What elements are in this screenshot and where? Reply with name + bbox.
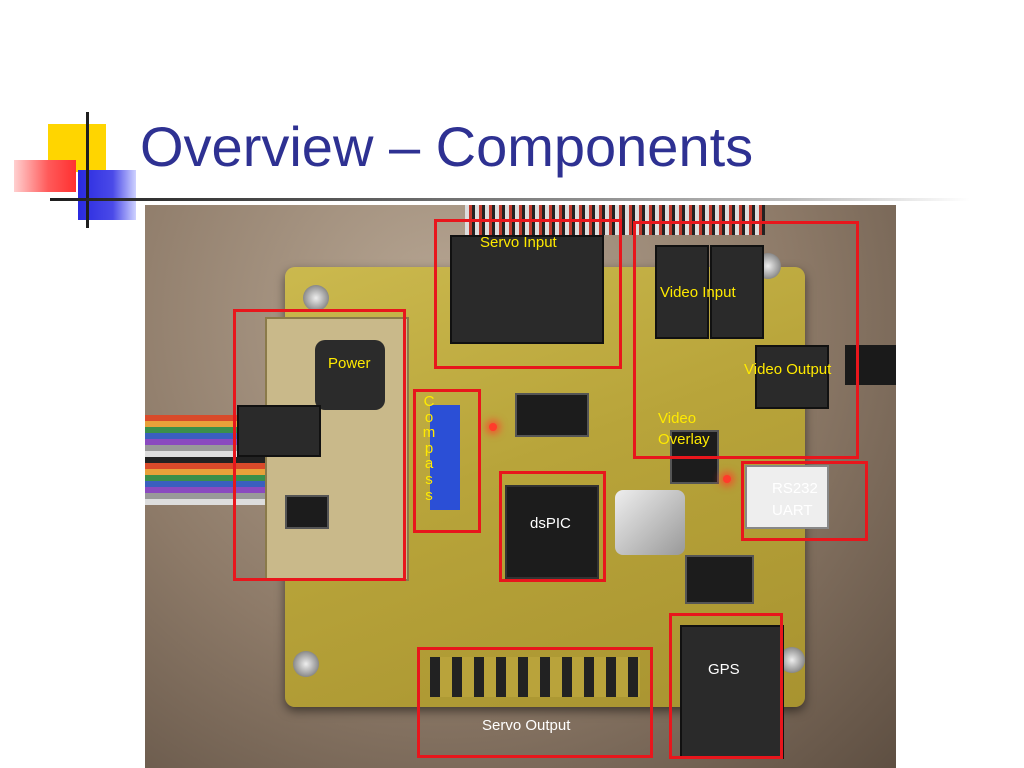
power-connector — [237, 405, 321, 457]
compass-label: Compass — [422, 393, 436, 504]
chip-lower-right — [685, 555, 754, 604]
video-input-label: Video Input — [660, 284, 736, 301]
power-ic — [285, 495, 329, 529]
screw-bottom-left — [293, 651, 319, 677]
servo-input-connector — [450, 235, 604, 344]
decor-vertical-line — [86, 112, 89, 228]
rs232-label-line2: UART — [772, 502, 813, 519]
power-inductor — [315, 340, 385, 410]
chip-upper — [515, 393, 589, 437]
compass-module — [430, 405, 460, 510]
led-red-left — [489, 423, 497, 431]
video-overlay-label-line2: Overlay — [658, 431, 710, 448]
led-red-right — [723, 475, 731, 483]
power-box — [233, 309, 406, 581]
slide-title: Overview – Components — [140, 115, 754, 178]
dspic-label: dsPIC — [530, 515, 571, 532]
video-output-jack — [755, 345, 829, 409]
dspic-box — [499, 471, 606, 582]
servo-output-box — [417, 647, 653, 758]
decor-red-square — [14, 160, 76, 192]
decor-horizontal-line — [50, 198, 970, 201]
compass-box — [413, 389, 481, 533]
rs232-connector — [745, 465, 829, 529]
video-input-box — [633, 221, 859, 459]
crystal-oscillator — [615, 490, 685, 555]
gps-connector — [680, 625, 784, 759]
video-input-jack-1 — [655, 245, 709, 339]
video-input-jack-2 — [710, 245, 764, 339]
servo-output-label: Servo Output — [482, 717, 571, 734]
dspic-chip — [505, 485, 599, 579]
right-cable — [845, 345, 896, 385]
rs232-label-line1: RS232 — [772, 480, 818, 497]
video-output-label: Video Output — [744, 361, 832, 378]
servo-output-pins — [430, 657, 640, 697]
power-label: Power — [328, 355, 371, 372]
rs232-box — [741, 461, 868, 541]
servo-input-box — [434, 219, 622, 369]
video-overlay-label-line1: Video — [658, 410, 697, 427]
gps-box — [669, 613, 783, 759]
screw-top-left — [303, 285, 329, 311]
servo-input-label: Servo Input — [480, 234, 557, 251]
gps-label: GPS — [708, 661, 740, 678]
